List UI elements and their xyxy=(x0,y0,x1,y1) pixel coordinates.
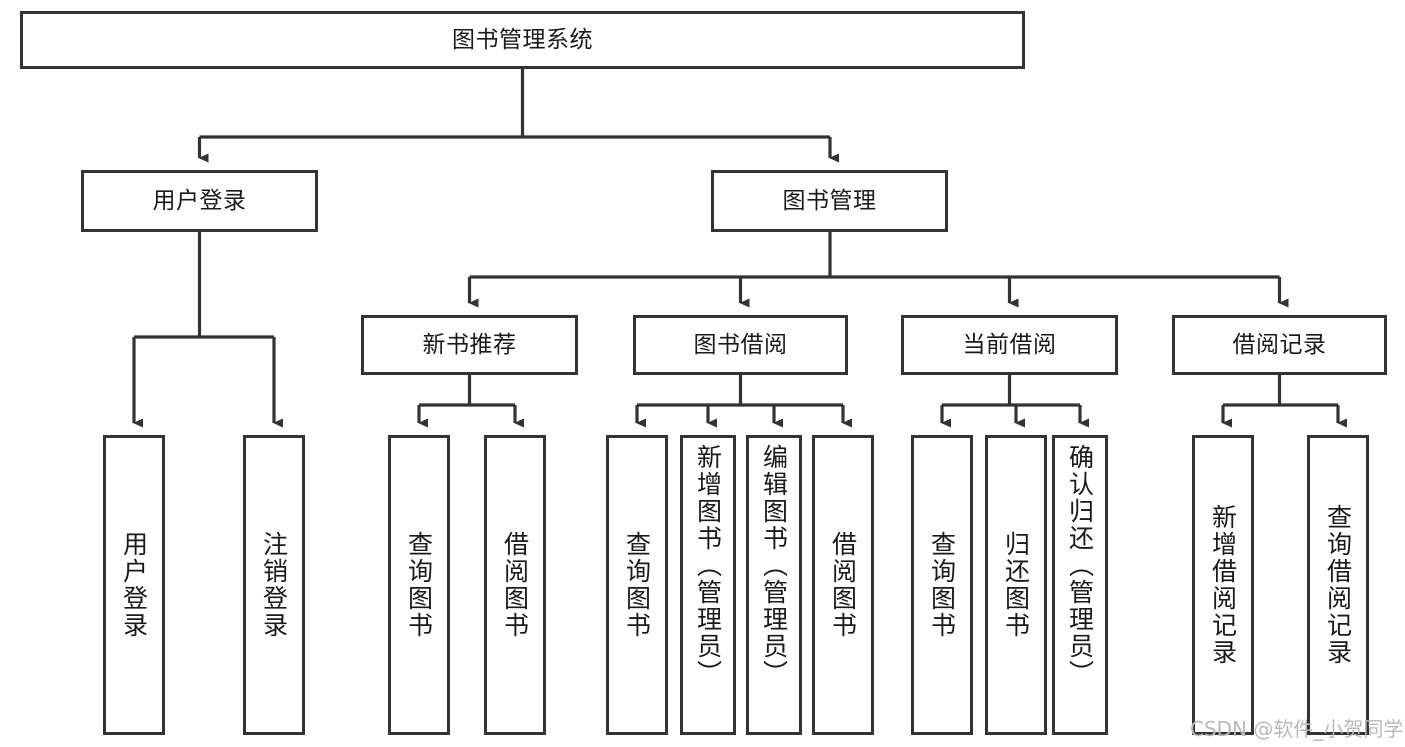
node-label: 查询图书 xyxy=(404,531,434,639)
node-new-book-recommendation[interactable]: 新书推荐 xyxy=(361,315,578,375)
node-user-login[interactable]: 用户登录 xyxy=(81,170,318,232)
leaf-query-book-recommendation[interactable]: 查询图书 xyxy=(388,435,450,735)
leaf-logout[interactable]: 注销登录 xyxy=(243,435,305,735)
node-label: 归还图书 xyxy=(1001,531,1031,639)
node-label: 图书管理 xyxy=(782,187,877,214)
leaf-query-book-borrowing[interactable]: 查询图书 xyxy=(606,435,668,735)
node-borrow-record[interactable]: 借阅记录 xyxy=(1172,315,1387,375)
leaf-borrow-book[interactable]: 借阅图书 xyxy=(812,435,874,735)
leaf-add-borrow-record[interactable]: 新增借阅记录 xyxy=(1192,435,1254,735)
node-label: 新书推荐 xyxy=(422,331,517,358)
leaf-edit-book-admin[interactable]: 编辑图书（管理员） xyxy=(746,435,802,735)
node-book-management[interactable]: 图书管理 xyxy=(711,170,948,232)
csdn-watermark: CSDN @软件_小贺同学 xyxy=(1190,717,1404,741)
node-label: 查询图书 xyxy=(927,531,957,639)
node-current-borrowing[interactable]: 当前借阅 xyxy=(901,315,1118,375)
node-label: 借阅图书 xyxy=(500,531,530,639)
node-label: 新增图书（管理员） xyxy=(693,444,723,687)
node-label: 编辑图书（管理员） xyxy=(759,444,789,687)
node-label: 查询图书 xyxy=(622,531,652,639)
node-root-system[interactable]: 图书管理系统 xyxy=(20,11,1025,69)
node-label: 用户登录 xyxy=(152,187,247,214)
node-label: 借阅图书 xyxy=(828,531,858,639)
node-label: 新增借阅记录 xyxy=(1208,504,1238,666)
leaf-confirm-return-admin[interactable]: 确认归还（管理员） xyxy=(1052,435,1108,735)
node-label: 注销登录 xyxy=(259,531,289,639)
leaf-query-book-current[interactable]: 查询图书 xyxy=(911,435,973,735)
node-label: 确认归还（管理员） xyxy=(1065,444,1095,687)
node-label: 图书管理系统 xyxy=(452,26,593,53)
leaf-query-borrow-record[interactable]: 查询借阅记录 xyxy=(1307,435,1369,735)
node-book-borrowing[interactable]: 图书借阅 xyxy=(633,315,848,375)
leaf-user-login[interactable]: 用户登录 xyxy=(103,435,165,735)
node-label: 图书借阅 xyxy=(693,331,788,358)
node-label: 当前借阅 xyxy=(962,331,1057,358)
node-label: 借阅记录 xyxy=(1232,331,1327,358)
leaf-borrow-book-recommendation[interactable]: 借阅图书 xyxy=(484,435,546,735)
leaf-return-book[interactable]: 归还图书 xyxy=(985,435,1047,735)
leaf-add-book-admin[interactable]: 新增图书（管理员） xyxy=(680,435,736,735)
node-label: 用户登录 xyxy=(119,531,149,639)
node-label: 查询借阅记录 xyxy=(1323,504,1353,666)
